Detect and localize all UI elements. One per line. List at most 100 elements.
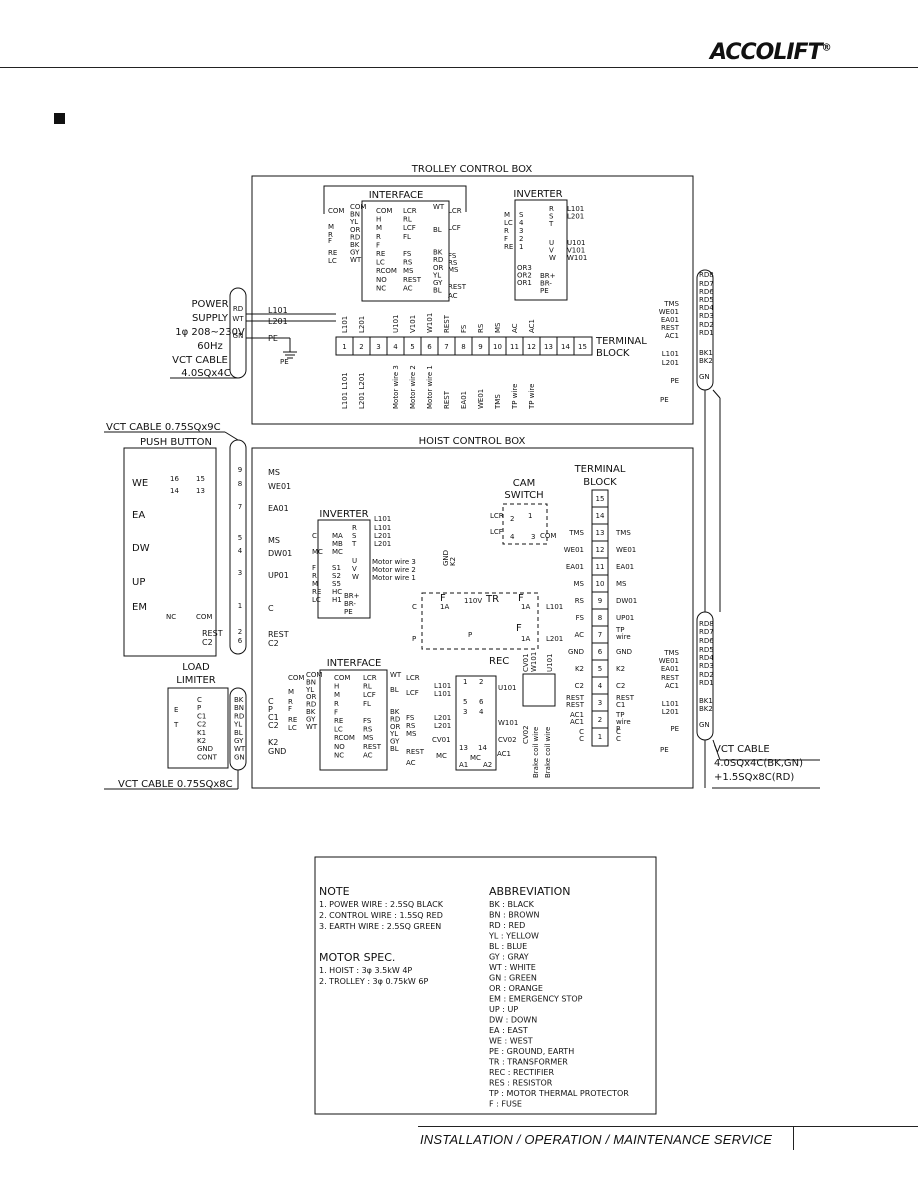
right-cable-top-label: WE01 xyxy=(659,308,679,316)
load-limiter-out-label: C2 xyxy=(268,721,279,730)
trolley-interface-left-label: M xyxy=(328,223,334,231)
hoist-interface-in-pin: NO xyxy=(334,743,345,751)
hoist-terminal-number: 15 xyxy=(596,495,605,503)
contactor-label: CV01 xyxy=(432,736,451,744)
trolley-terminal-title: TERMINAL xyxy=(595,336,647,347)
right-cable-bottom-wire: BK1 xyxy=(699,697,713,705)
trolley-interface-right-label: REST xyxy=(448,283,467,291)
trolley-terminal-bottom-label: TP wire xyxy=(511,384,519,410)
contactor-label: A2 xyxy=(483,761,492,769)
load-limiter-side-label: E xyxy=(174,706,178,714)
hoist-interface-wire-color: GY xyxy=(306,715,316,723)
trolley-terminal-bottom-label: Motor wire 1 xyxy=(426,365,434,409)
trolley-interface-in-pin: RCOM xyxy=(376,267,397,275)
right-cable-bottom-label: EA01 xyxy=(661,665,679,673)
brake-coil-label: Brake coil wire xyxy=(532,727,540,778)
hoist-terminal-right-label: C2 xyxy=(616,682,625,690)
trolley-interface-box xyxy=(361,200,450,302)
right-cable-bottom-label: L101 xyxy=(662,700,679,708)
trolley-interface-wire-color: BL xyxy=(433,287,442,295)
hoist-inverter-in-label: F xyxy=(312,564,316,572)
hoist-interface-in-pin: LC xyxy=(334,726,343,734)
trolley-inverter-power-pin: S xyxy=(549,213,554,221)
power-supply-label: 4.0SQx4C xyxy=(181,368,230,379)
transformer-fuse-rating: 1A xyxy=(521,603,530,611)
hoist-terminal-right-label: MS xyxy=(616,580,627,588)
hoist-inverter-power-pin: T xyxy=(351,540,357,548)
hoist-terminal-right-label: TP xyxy=(615,711,625,719)
cam-switch-title: CAM xyxy=(513,478,535,489)
hoist-terminal-right-label: TMS xyxy=(615,529,631,537)
hoist-terminal-number: 12 xyxy=(596,546,605,554)
hoist-terminal-right-label: UP01 xyxy=(616,614,634,622)
right-cable-bottom-wire: RD2 xyxy=(699,671,714,679)
contactor-pin-number: 13 xyxy=(459,744,468,752)
push-signal-label: REST xyxy=(268,630,289,639)
abbreviation-item: GN : GREEN xyxy=(489,974,537,983)
hoist-inverter-out-pin: U xyxy=(352,557,357,565)
load-limiter-title: LOAD xyxy=(182,662,210,673)
gnd-k2-label: K2 xyxy=(449,557,457,566)
registered-mark: ® xyxy=(821,42,832,54)
footer-tick xyxy=(793,1126,794,1150)
load-limiter-in-pin: GND xyxy=(197,745,213,753)
push-terminal-number: 3 xyxy=(238,569,242,577)
trolley-terminal-number: 7 xyxy=(444,343,448,351)
trolley-interface-wire-color: YL xyxy=(432,271,441,279)
hoist-terminal-right-label: K2 xyxy=(616,665,625,673)
vct-cable-main-label: VCT CABLE xyxy=(714,744,770,755)
hoist-interface-left-label: LC xyxy=(288,724,297,732)
trolley-inverter-relay-pin: OR1 xyxy=(517,279,532,287)
trolley-inverter-out-label: W101 xyxy=(567,254,587,262)
hoist-terminal-number: 1 xyxy=(598,733,602,741)
trolley-inverter-in-label: R xyxy=(504,227,509,235)
trolley-terminal-top-label: MS xyxy=(494,322,502,333)
abbreviation-item: YL : YELLOW xyxy=(488,932,539,941)
transformer-fuse-rating: 1A xyxy=(440,603,449,611)
trolley-interface-wire-color: OR xyxy=(350,226,361,234)
abbreviation-item: RD : RED xyxy=(489,921,525,930)
trolley-inverter-brake-pin: PE xyxy=(540,287,549,295)
right-cable-bottom-wire: GN xyxy=(699,721,710,729)
trolley-inverter-out-label: U101 xyxy=(567,239,585,247)
hoist-motor-wire: Motor wire 3 xyxy=(372,558,416,566)
rectifier-wire: U101 xyxy=(546,654,554,672)
trolley-inverter-relay-pin: OR2 xyxy=(517,272,532,280)
trolley-interface-in-pin: F xyxy=(376,241,380,249)
hoist-inverter-out-pin: W xyxy=(352,573,359,581)
hoist-interface-wire-color: OR xyxy=(306,693,317,701)
power-supply-label: VCT CABLE xyxy=(172,355,228,366)
hoist-terminal-left-label: AC1 xyxy=(570,711,584,719)
trolley-inverter-power-label: L101 xyxy=(567,205,584,213)
abbreviation-item: WT : WHITE xyxy=(489,963,536,972)
trolley-terminal-top-label: V101 xyxy=(409,315,417,333)
abbreviation-item: TP : MOTOR THERMAL PROTECTOR xyxy=(488,1089,629,1098)
transformer-fuse-label: F xyxy=(440,593,446,604)
right-cable-top-label: EA01 xyxy=(661,316,679,324)
right-cable-bottom-wire: RD8 xyxy=(699,620,714,628)
push-signal-label: UP01 xyxy=(268,571,289,580)
trolley-interface-wire-color: BL xyxy=(433,226,442,234)
abbreviation-item: BN : BROWN xyxy=(489,911,540,920)
hoist-terminal-block xyxy=(591,489,609,747)
power-supply-label: SUPPLY xyxy=(192,313,229,324)
hoist-interface-out-pin: LCR xyxy=(363,674,377,682)
push-signal-label: MS xyxy=(268,536,280,545)
trolley-terminal-number: 10 xyxy=(493,343,502,351)
hoist-interface-left-label: R xyxy=(288,698,293,706)
trolley-terminal-top-label: AC xyxy=(511,323,519,333)
header-rule xyxy=(0,67,918,68)
hoist-terminal-left-label: C xyxy=(579,735,584,743)
load-limiter-wire-color: GN xyxy=(234,753,245,761)
trolley-interface-wire-color: GY xyxy=(433,279,443,287)
hoist-interface-right-label: FS xyxy=(406,714,415,722)
abbreviation-item: EA : EAST xyxy=(489,1026,528,1035)
hoist-inverter-in-label: R xyxy=(312,572,317,580)
right-cable-top-wire: RD4 xyxy=(699,304,714,312)
trolley-interface-in-pin: RE xyxy=(376,250,385,258)
trolley-interface-right-label: LCR xyxy=(448,207,462,215)
hoist-interface-in-pin: RE xyxy=(334,717,343,725)
push-terminal-number: 8 xyxy=(238,480,242,488)
right-cable-top-wire: BK2 xyxy=(699,357,713,365)
hoist-terminal-left-label: GND xyxy=(568,648,584,656)
